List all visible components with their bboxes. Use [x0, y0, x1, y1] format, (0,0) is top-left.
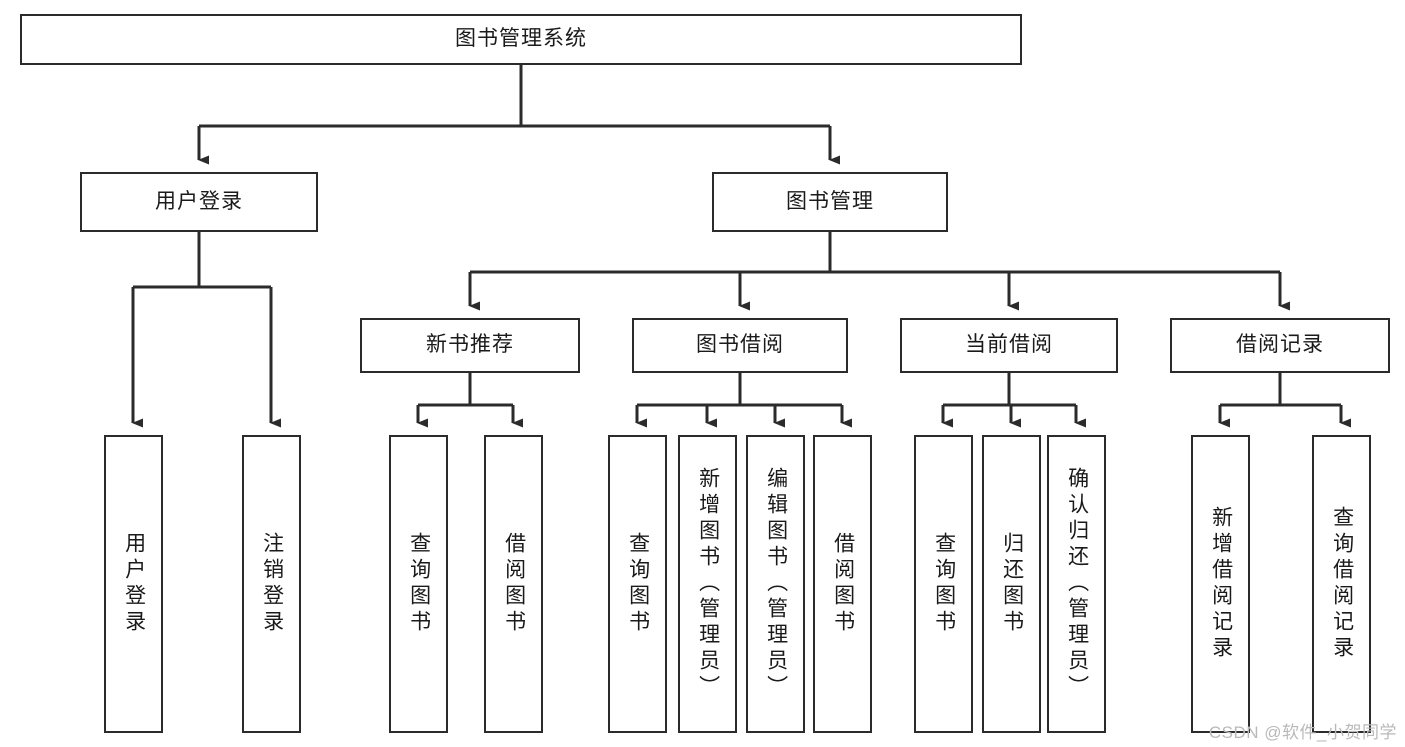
node-book-borrow[interactable]: 图书借阅: [632, 318, 848, 373]
node-current-borrow[interactable]: 当前借阅: [900, 318, 1118, 373]
node-leaf-add-borrow-record[interactable]: 新增借阅记录: [1191, 435, 1250, 733]
node-label: 图书借阅: [696, 333, 784, 357]
node-label: 新增图书（管理员）: [696, 467, 720, 701]
node-book-management[interactable]: 图书管理: [712, 172, 948, 232]
node-label: 借阅记录: [1236, 333, 1324, 357]
node-label: 查询图书: [932, 532, 956, 636]
node-label: 借阅图书: [502, 532, 526, 636]
node-leaf-query-book-recommend[interactable]: 查询图书: [389, 435, 448, 733]
node-label: 图书管理: [786, 189, 874, 213]
node-leaf-edit-book-admin[interactable]: 编辑图书（管理员）: [746, 435, 805, 733]
node-label: 当前借阅: [965, 333, 1053, 357]
node-label: 确认归还（管理员）: [1065, 467, 1089, 701]
node-label: 图书管理系统: [455, 27, 587, 51]
node-label: 查询借阅记录: [1330, 506, 1354, 662]
node-user-login[interactable]: 用户登录: [80, 172, 318, 232]
node-leaf-user-logout[interactable]: 注销登录: [242, 435, 301, 733]
node-leaf-query-book-borrow[interactable]: 查询图书: [608, 435, 667, 733]
node-new-book-recommend[interactable]: 新书推荐: [360, 318, 580, 373]
node-label: 新增借阅记录: [1209, 506, 1233, 662]
node-leaf-user-login[interactable]: 用户登录: [104, 435, 163, 733]
node-leaf-query-borrow-record[interactable]: 查询借阅记录: [1312, 435, 1371, 733]
node-root-book-management-system[interactable]: 图书管理系统: [20, 14, 1022, 65]
node-label: 新书推荐: [426, 333, 514, 357]
node-borrow-record[interactable]: 借阅记录: [1170, 318, 1390, 373]
node-leaf-query-book-current[interactable]: 查询图书: [914, 435, 973, 733]
node-label: 注销登录: [260, 532, 284, 636]
node-label: 查询图书: [626, 532, 650, 636]
node-leaf-borrow-book[interactable]: 借阅图书: [813, 435, 872, 733]
node-leaf-borrow-book-recommend[interactable]: 借阅图书: [484, 435, 543, 733]
node-label: 用户登录: [122, 532, 146, 636]
node-label: 借阅图书: [831, 532, 855, 636]
node-label: 编辑图书（管理员）: [764, 467, 788, 701]
node-leaf-confirm-return-admin[interactable]: 确认归还（管理员）: [1047, 435, 1106, 733]
node-label: 用户登录: [155, 189, 243, 213]
watermark-text: CSDN @软件_小贺同学: [1208, 723, 1397, 742]
node-label: 查询图书: [407, 532, 431, 636]
node-leaf-add-book-admin[interactable]: 新增图书（管理员）: [678, 435, 737, 733]
node-label: 归还图书: [1000, 532, 1024, 636]
node-leaf-return-book[interactable]: 归还图书: [982, 435, 1041, 733]
